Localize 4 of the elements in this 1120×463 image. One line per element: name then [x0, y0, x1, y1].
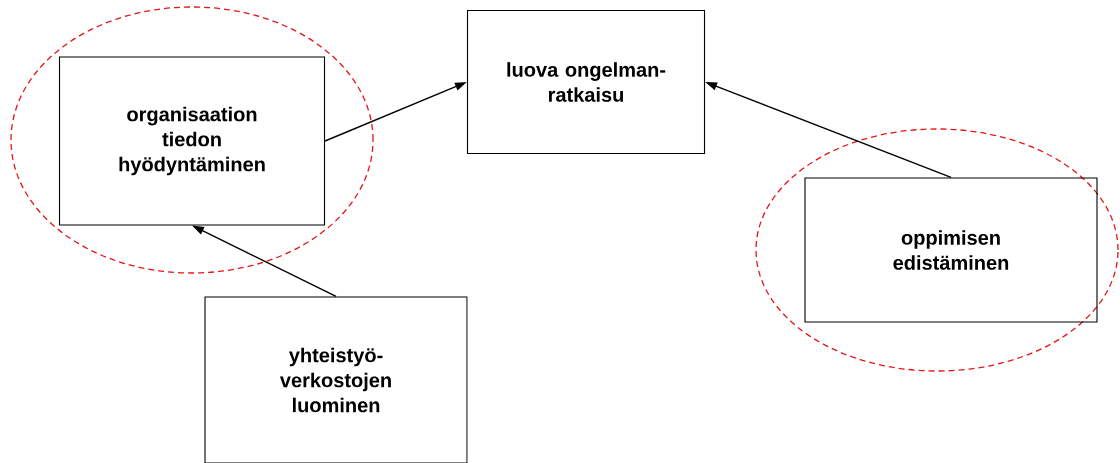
- text-box: luova ongelman-ratkaisu: [466, 9, 706, 155]
- text-box: organisaation tiedon hyödyntäminen: [58, 56, 326, 226]
- text-box: yhteistyö-verkostojen luominen: [204, 296, 468, 463]
- text-box: oppimisen edistäminen: [804, 177, 1098, 323]
